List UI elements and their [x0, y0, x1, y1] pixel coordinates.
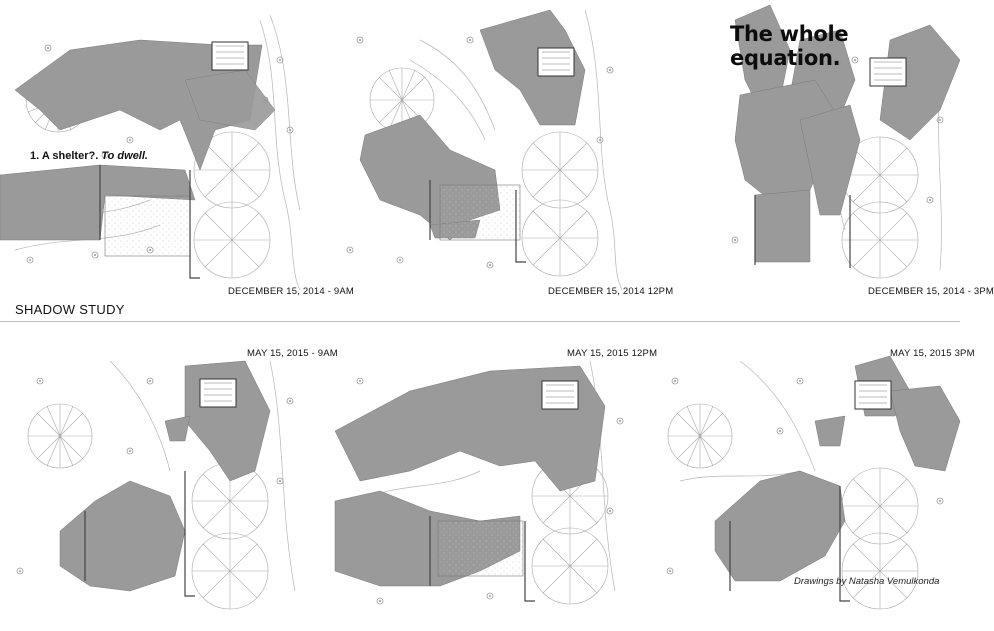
- subtitle-lead: 1. A shelter?.: [30, 150, 99, 162]
- site-plan-dec-3pm-drawing: [731, 4, 961, 279]
- divider: [0, 321, 960, 322]
- section-title: SHADOW STUDY: [15, 302, 125, 317]
- panel-caption: MAY 15, 2015 12PM: [567, 348, 658, 359]
- site-plan-may-12pm-drawing: [334, 360, 624, 605]
- site-plan-dec-9am: DECEMBER 15, 2014 - 9AM: [0, 0, 354, 310]
- site-plan-may-3pm: MAY 15, 2015 3PM: [640, 321, 975, 631]
- site-plan-may-9am: MAY 15, 2015 - 9AM: [0, 321, 338, 631]
- site-plan-may-9am-drawing: [16, 360, 296, 610]
- site-plan-dec-9am-drawing: [0, 14, 301, 291]
- subtitle: 1. A shelter?. To dwell.: [30, 150, 148, 162]
- site-plan-may-12pm: MAY 15, 2015 12PM: [320, 321, 657, 631]
- panel-caption: DECEMBER 15, 2014 12PM: [548, 286, 674, 297]
- site-plan-dec-12pm: DECEMBER 15, 2014 12PM: [320, 0, 673, 310]
- credit: Drawings by Natasha Vemulkonda: [794, 576, 940, 587]
- panel-caption: MAY 15, 2015 3PM: [890, 348, 975, 359]
- headline: The whole equation.: [730, 22, 849, 70]
- site-plan-dec-12pm-drawing: [346, 9, 623, 291]
- site-plan-dec-3pm: DECEMBER 15, 2014 - 3PM: [640, 0, 994, 310]
- panel-caption: DECEMBER 15, 2014 - 3PM: [868, 286, 994, 297]
- panel-caption: DECEMBER 15, 2014 - 9AM: [228, 286, 355, 297]
- site-plan-may-3pm-drawing: [666, 355, 961, 610]
- subtitle-emphasis: To dwell.: [101, 150, 148, 162]
- panel-caption: MAY 15, 2015 - 9AM: [247, 348, 338, 359]
